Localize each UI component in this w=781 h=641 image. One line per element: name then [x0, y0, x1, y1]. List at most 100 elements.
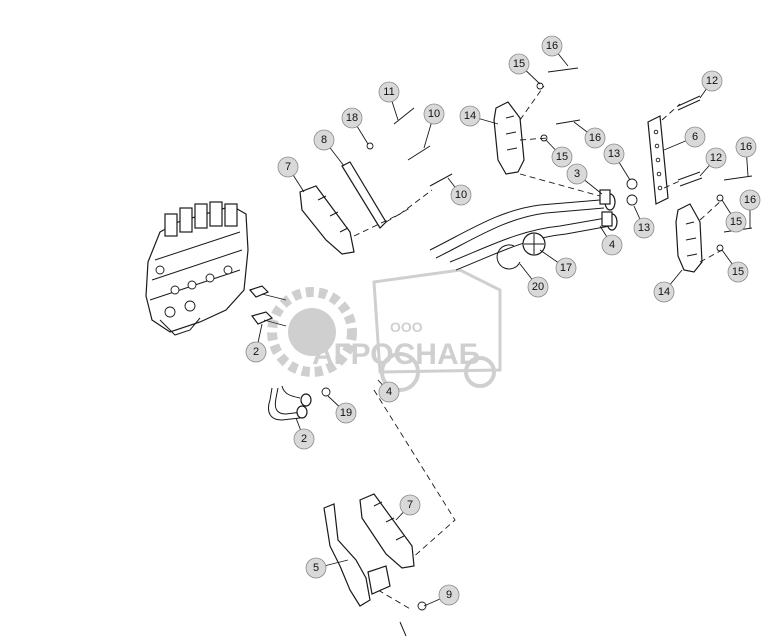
callout-circle: [438, 584, 460, 606]
callout-circle: [727, 261, 749, 283]
callout-circle: [378, 81, 400, 103]
watermark-logo: ООО АГРОСНАБ: [267, 268, 502, 392]
callout-circle: [739, 189, 761, 211]
callout-12[interactable]: 12: [701, 70, 723, 92]
bracket-14-upper[interactable]: [493, 101, 525, 175]
control-valve-block[interactable]: [145, 201, 249, 336]
callout-18[interactable]: 18: [341, 107, 363, 129]
callout-16[interactable]: 16: [541, 35, 563, 57]
valve-fittings: [248, 285, 287, 327]
callout-15[interactable]: 15: [508, 53, 530, 75]
callout-circle: [459, 105, 481, 127]
callout-number: 16: [740, 141, 752, 153]
callout-circle: [584, 127, 606, 149]
bracket-7-lower[interactable]: [359, 493, 415, 569]
callout-12[interactable]: 12: [705, 147, 727, 169]
callout-number: 15: [732, 266, 744, 278]
callout-circle: [245, 341, 267, 363]
callout-number: 10: [428, 108, 440, 120]
callout-number: 4: [386, 386, 392, 398]
callout-circle: [313, 129, 335, 151]
callout-circle: [305, 557, 327, 579]
callout-circle: [399, 494, 421, 516]
bracket-7-upper[interactable]: [299, 185, 355, 255]
callout-number: 6: [692, 131, 698, 143]
watermark-brand: АГРОСНАБ: [312, 338, 480, 371]
callout-circle: [423, 103, 445, 125]
callout-number: 17: [560, 262, 572, 274]
callout-circle: [633, 217, 655, 239]
callout-circle: [653, 281, 675, 303]
callout-16[interactable]: 16: [739, 189, 761, 211]
callout-number: 10: [455, 189, 467, 201]
callout-number: 12: [706, 75, 718, 87]
callout-circle: [293, 428, 315, 450]
callout-2[interactable]: 2: [293, 428, 315, 450]
callout-15[interactable]: 15: [727, 261, 749, 283]
callout-number: 3: [574, 168, 580, 180]
callout-circle: [341, 107, 363, 129]
callout-circle: [335, 402, 357, 424]
callout-circle: [527, 276, 549, 298]
callout-15[interactable]: 15: [725, 211, 747, 233]
callout-19[interactable]: 19: [335, 402, 357, 424]
ring-20: [496, 244, 521, 270]
bolt-9: [399, 601, 427, 637]
callout-4[interactable]: 4: [601, 234, 623, 256]
callout-16[interactable]: 16: [735, 136, 757, 158]
callout-number: 20: [532, 281, 544, 293]
callout-2[interactable]: 2: [245, 341, 267, 363]
strap-8[interactable]: [341, 161, 387, 229]
callout-circle: [555, 257, 577, 279]
callout-number: 15: [513, 58, 525, 70]
callout-11[interactable]: 11: [378, 81, 400, 103]
upper-tube-assembly[interactable]: [429, 189, 618, 271]
callout-number: 13: [638, 222, 650, 234]
callout-number: 13: [608, 148, 620, 160]
plate-6[interactable]: [647, 115, 669, 205]
bolts-12: [677, 95, 703, 187]
lower-tubes-2[interactable]: [268, 385, 331, 421]
callout-14[interactable]: 14: [459, 105, 481, 127]
callout-10[interactable]: 10: [423, 103, 445, 125]
callout-circle: [705, 147, 727, 169]
callout-circle: [378, 381, 400, 403]
bolts-10-11-18: [366, 107, 453, 187]
callout-number: 2: [301, 433, 307, 445]
callout-circle: [603, 143, 625, 165]
callout-7[interactable]: 7: [399, 494, 421, 516]
callout-circle: [551, 146, 573, 168]
callout-number: 18: [346, 112, 358, 124]
callout-16[interactable]: 16: [584, 127, 606, 149]
callout-9[interactable]: 9: [438, 584, 460, 606]
callout-number: 15: [730, 216, 742, 228]
callout-number: 19: [340, 407, 352, 419]
callout-10[interactable]: 10: [450, 184, 472, 206]
callout-circle: [735, 136, 757, 158]
callout-13[interactable]: 13: [633, 217, 655, 239]
callout-14[interactable]: 14: [653, 281, 675, 303]
callout-circle: [508, 53, 530, 75]
callout-circle: [541, 35, 563, 57]
bracket-14-lower[interactable]: [675, 203, 703, 273]
bracket-5[interactable]: [323, 503, 391, 607]
callout-circle: [277, 156, 299, 178]
callout-13[interactable]: 13: [603, 143, 625, 165]
callout-15[interactable]: 15: [551, 146, 573, 168]
callout-7[interactable]: 7: [277, 156, 299, 178]
callout-3[interactable]: 3: [566, 163, 588, 185]
part-callouts: 16 15 12 14 16 15 6 13 12 16 3 13 4 16 15 15 17 20 14 11 18 1…: [245, 35, 761, 606]
callout-8[interactable]: 8: [313, 129, 335, 151]
callout-17[interactable]: 17: [555, 257, 577, 279]
callout-number: 7: [285, 161, 291, 173]
callout-20[interactable]: 20: [527, 276, 549, 298]
callout-4[interactable]: 4: [378, 381, 400, 403]
callout-6[interactable]: 6: [684, 126, 706, 148]
callout-number: 4: [609, 239, 615, 251]
callout-5[interactable]: 5: [305, 557, 327, 579]
clamp-17: [522, 232, 546, 256]
callout-number: 14: [464, 110, 476, 122]
callout-number: 9: [446, 589, 452, 601]
callout-circle: [701, 70, 723, 92]
